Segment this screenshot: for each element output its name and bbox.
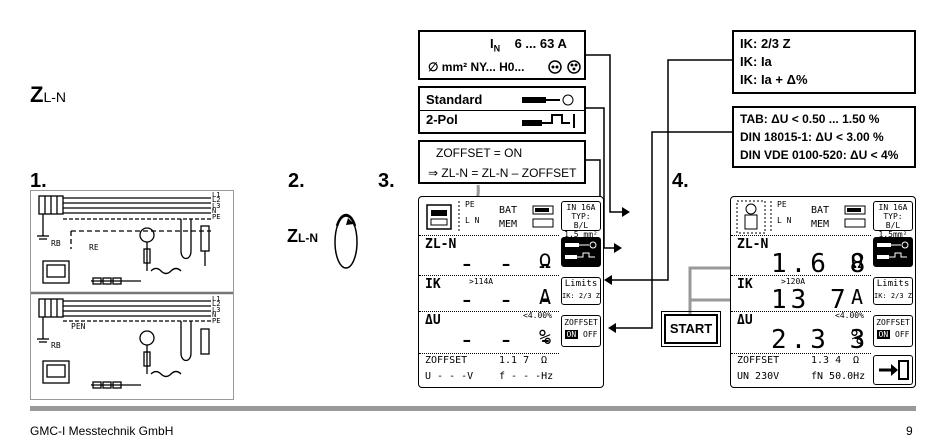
ik-value: - - - [459, 285, 558, 315]
circuit-top-rb: RB [51, 239, 61, 248]
du-label: ΔU [425, 313, 441, 328]
nominal-frequency-readout: fN 50.0Hz [811, 371, 866, 382]
du-limit: <4.00% [835, 311, 864, 320]
n-indicator: N [474, 216, 480, 225]
limit-din-18015: DIN 18015-1: ΔU < 3.00 % [740, 130, 884, 144]
offset-label: ZOFFSET [737, 355, 780, 366]
nominal-voltage-readout: UN 230V [737, 371, 780, 382]
l-indicator: L [465, 216, 470, 225]
circuit-bottom-rb: RB [51, 341, 61, 350]
standard-probe-icon [522, 94, 574, 106]
footer-rule [30, 406, 916, 411]
cable-type: ∅ mm² NY... H0... [428, 60, 525, 74]
ik-unit: A [851, 285, 864, 309]
page-heading: ZL-N [30, 82, 67, 107]
ik-option-1: IK: 2/3 Z [740, 36, 791, 51]
rated-current-box: IN 6 ... 63 A ∅ mm² NY... H0... [418, 30, 586, 80]
start-button[interactable]: START [661, 311, 721, 347]
limit-din-vde: DIN VDE 0100-520: ΔU < 4% [740, 148, 899, 162]
step-1-number: 1. [30, 170, 47, 192]
circuit-top-re: RE [89, 243, 99, 252]
l-indicator: L [777, 216, 782, 225]
page-number: 9 [906, 424, 913, 438]
ik-option-3: IK: Ia + Δ% [740, 72, 808, 87]
bat-label: BAT [499, 205, 518, 216]
rotary-switch-icon [334, 213, 358, 269]
ik-label: IK [737, 277, 753, 292]
zoffset-key[interactable]: ZOFFSET ON OFF [561, 315, 601, 347]
z-unit: Ω [539, 249, 552, 273]
mem-label: MEM [499, 219, 518, 230]
du-value: - - - [459, 325, 558, 355]
bat-label: BAT [811, 205, 830, 216]
zoffset-key[interactable]: ZOFFSET ON OFF [873, 315, 913, 347]
probe-type-box: Standard 2-Pol [418, 86, 586, 134]
probe-select-key[interactable] [873, 237, 913, 267]
n-indicator: N [786, 216, 792, 225]
du-limit: <4.00% [523, 311, 552, 320]
z-label: ZL-N [737, 237, 769, 252]
save-to-memory-key[interactable] [873, 355, 913, 385]
step-4-number: 4. [672, 170, 689, 192]
frequency-readout: f - - -Hz [499, 371, 554, 382]
z-unit: Ω [851, 249, 864, 273]
pe-indicator: PE [465, 200, 475, 209]
probe-select-icon [877, 241, 909, 259]
step-3-number: 3. [378, 170, 395, 192]
2pol-probe-icon [522, 114, 575, 128]
offset-value: 1.1 7 [499, 355, 530, 366]
probe-select-key[interactable] [561, 237, 601, 267]
ik-limit: >114A [469, 277, 494, 286]
offset-box: ZOFFSET = ON ⇒ ZL-N = ZL-N – ZOFFSET [418, 140, 586, 184]
probe-select-icon [565, 241, 597, 259]
z-value: 1.6 8 [771, 249, 870, 279]
offset-value: 1.3 4 [811, 355, 842, 366]
rotary-label: ZL-N [287, 226, 318, 246]
offset-unit: Ω [541, 355, 548, 366]
ik-value: 13 7 [771, 285, 850, 315]
pe-indicator: PE [777, 200, 787, 209]
circuit-svg [31, 195, 233, 389]
ik-unit: A [539, 285, 552, 309]
ik-options-box: IK: 2/3 Z IK: Ia IK: Ia + Δ% [732, 30, 916, 94]
limit-tab: TAB: ΔU < 0.50 ... 1.50 % [740, 112, 880, 126]
mem-label: MEM [811, 219, 830, 230]
du-value: 2.3 3 [771, 325, 870, 355]
operator-icon-area [736, 200, 866, 234]
voltage-readout: U - - -V [425, 371, 474, 382]
save-arrow-icon [879, 360, 909, 380]
ik-limit: >120A [781, 277, 806, 286]
z-label: ZL-N [425, 237, 457, 252]
voltage-drop-limits-box: TAB: ΔU < 0.50 ... 1.50 % DIN 18015-1: Δ… [732, 106, 916, 168]
circuit-bottom-pen: PEN [71, 322, 86, 331]
z-value: - - - [459, 249, 558, 279]
offset-unit: Ω [853, 355, 860, 366]
offset-label: ZOFFSET [425, 355, 468, 366]
du-label: ΔU [737, 313, 753, 328]
step-2-number: 2. [288, 170, 305, 192]
ik-option-2: IK: Ia [740, 54, 772, 69]
offset-formula: ⇒ ZL-N = ZL-N – ZOFFSET [428, 166, 577, 180]
probe-standard: Standard [426, 92, 483, 107]
du-unit: % [851, 325, 864, 349]
probe-2pol: 2-Pol [426, 112, 458, 127]
ik-label: IK [425, 277, 441, 292]
du-unit: % [539, 325, 552, 349]
battery-icon-area [426, 201, 554, 233]
cable-icons [548, 60, 581, 74]
footer-company: GMC-I Messtechnik GmbH [30, 424, 174, 438]
offset-on-text: ZOFFSET = ON [436, 146, 523, 160]
